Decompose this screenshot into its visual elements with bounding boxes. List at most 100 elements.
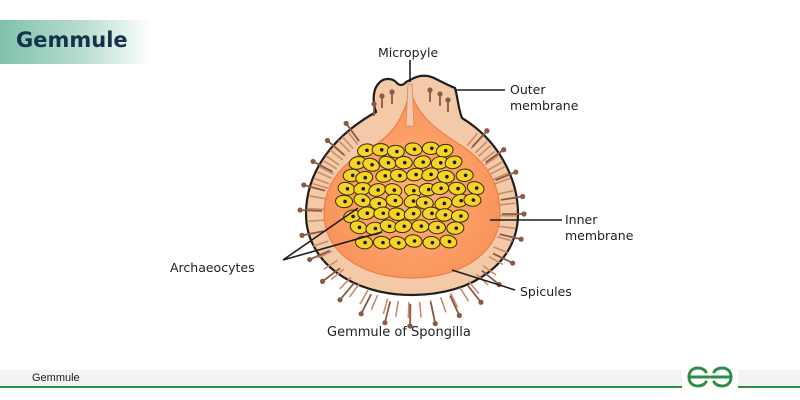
wall-striation <box>488 255 504 266</box>
wall-striation <box>309 195 326 200</box>
archaeocyte-nucleus <box>443 213 448 217</box>
archaeocyte-nucleus <box>365 211 370 216</box>
wall-striation <box>329 149 344 161</box>
wall-striation <box>467 280 480 295</box>
archaeocyte-nucleus <box>412 188 416 193</box>
spicule-head <box>520 193 526 200</box>
spicule-head <box>501 147 507 153</box>
archaeocyte-nucleus <box>463 173 468 178</box>
spicule-head <box>324 137 331 144</box>
spicule-head <box>310 158 316 165</box>
wall-striation <box>449 292 459 308</box>
wall-striation <box>337 139 351 153</box>
spicule-head <box>299 232 305 238</box>
wall-striation <box>308 219 325 223</box>
spicule <box>429 301 437 324</box>
wall-striation <box>490 166 506 175</box>
archaeocyte-nucleus <box>411 199 416 203</box>
archaeocyte-nucleus <box>363 175 368 180</box>
gfg-logo-icon <box>682 362 738 392</box>
archaeocyte-nucleus <box>396 212 400 216</box>
archaeocyte-nucleus <box>443 148 448 153</box>
label-outer-membrane-line2: membrane <box>510 98 579 113</box>
archaeocyte-nucleus <box>459 198 463 203</box>
spicule <box>345 122 360 142</box>
archaeocyte-nucleus <box>474 186 479 190</box>
wall-striation <box>339 276 352 290</box>
wall-striation <box>481 150 496 162</box>
archaeocyte-nucleus <box>471 198 476 202</box>
wall-striation <box>341 136 354 150</box>
archaeocyte-nucleus <box>363 240 367 245</box>
spicule <box>312 160 333 173</box>
spicule <box>500 195 523 201</box>
archaeocyte-nucleus <box>452 160 457 165</box>
spicule-head <box>337 297 343 303</box>
wall-striation <box>382 298 389 315</box>
title-banner: Gemmule <box>0 20 152 64</box>
wall-striation <box>418 301 422 318</box>
archaeocyte-nucleus <box>343 199 347 204</box>
archaeocyte-nucleus <box>430 240 435 245</box>
archaeocyte-nucleus <box>402 160 407 165</box>
archaeocyte-nucleus <box>361 186 366 191</box>
label-outer-membrane-line1: Outer <box>510 82 546 97</box>
label-spicules: Spicules <box>520 284 572 299</box>
spicules-pointer <box>451 269 516 291</box>
spicule <box>495 171 517 182</box>
wall-striation <box>466 132 479 147</box>
archaeocyte-nucleus <box>411 211 416 216</box>
wall-striation <box>493 246 509 254</box>
archaeocyte-nucleus <box>350 173 355 178</box>
wall-striation <box>499 225 516 230</box>
diagram-caption: Gemmule of Spongilla <box>327 325 471 340</box>
wall-striation <box>312 182 329 190</box>
spicules-group <box>297 87 527 329</box>
spicule-head <box>513 169 519 175</box>
wall-striation <box>492 172 509 181</box>
archaeocyte-nucleus <box>429 172 433 177</box>
spicule-head <box>407 323 413 329</box>
spicule <box>449 295 461 316</box>
spicule-head <box>437 91 443 97</box>
archaeocyte-nucleus <box>379 147 384 152</box>
archaeocyte-nucleus <box>430 211 434 216</box>
spicule <box>339 282 355 301</box>
archaeocyte-nucleus <box>419 224 424 228</box>
pointer-lines <box>282 60 562 291</box>
spicule <box>499 233 522 241</box>
spicule-head <box>456 312 462 319</box>
wall-striation <box>499 202 516 206</box>
wall-striation <box>318 166 334 175</box>
wall-striation <box>494 177 511 185</box>
spicule <box>471 130 488 148</box>
wall-striation <box>477 145 492 157</box>
archaeocytes-group <box>335 141 485 250</box>
archaeocytes-pointer-1 <box>282 207 359 261</box>
spicule-head <box>382 320 388 326</box>
archaeocyte-nucleus <box>445 174 449 179</box>
archaeocyte-nucleus <box>459 214 463 218</box>
archaeocyte-nucleus <box>447 239 452 244</box>
spicule-head <box>518 236 524 242</box>
spicule <box>300 209 323 212</box>
archaeocyte-nucleus <box>376 188 380 192</box>
spicule <box>309 249 331 261</box>
wall-striation <box>359 289 369 305</box>
archaeocyte-nucleus <box>392 188 397 192</box>
wall-striation <box>459 287 470 302</box>
wall-striation <box>312 240 329 247</box>
wall-striation <box>323 259 338 270</box>
wall-striation <box>482 265 497 276</box>
spicule <box>326 139 345 156</box>
archaeocyte-nucleus <box>423 201 428 205</box>
wall-striation <box>496 236 513 242</box>
archaeocyte-nucleus <box>414 172 418 177</box>
archaeocyte-nucleus <box>454 226 459 230</box>
spicule-head <box>427 87 433 93</box>
micropyle-channel <box>405 83 415 127</box>
archaeocyte-nucleus <box>387 224 392 229</box>
spicule-head <box>484 128 490 134</box>
wall-striation <box>439 296 447 313</box>
